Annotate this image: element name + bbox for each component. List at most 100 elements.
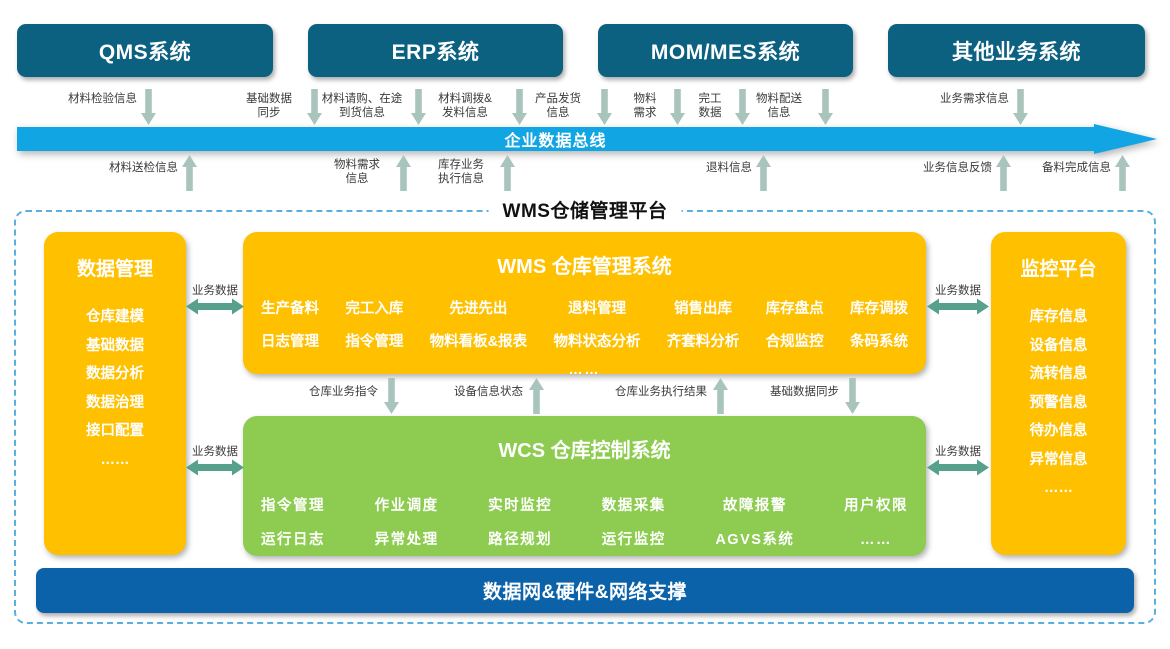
- flow-label-material-return: 退料信息: [706, 162, 752, 174]
- monitor-items: 库存信息 设备信息 流转信息 预警信息 待办信息 异常信息 ……: [991, 303, 1126, 503]
- wms-item[interactable]: 日志管理: [261, 334, 319, 350]
- wcs-column: 实时监控 路径规划: [488, 489, 552, 557]
- wms-item[interactable]: 物料看板&报表: [429, 334, 528, 350]
- list-item[interactable]: 接口配置: [86, 423, 144, 439]
- flow-label-inventory-exec: 库存业务 执行信息: [438, 159, 484, 185]
- system-box-other[interactable]: 其他业务系统: [888, 24, 1145, 77]
- flow-label-material-demand: 物料 需求: [633, 93, 657, 119]
- wcs-column: 故障报警 AGVS系统: [715, 489, 794, 557]
- wms-item[interactable]: 库存调拨: [849, 301, 908, 317]
- wcs-item[interactable]: 数据采集: [601, 498, 666, 514]
- up-arrow-icon: [713, 378, 728, 414]
- wcs-column: 指令管理 运行日志: [261, 489, 325, 557]
- middle-flow-label-warehouse-instruction: 仓库业务指令: [309, 386, 378, 398]
- monitor-title: 监控平台: [1020, 259, 1097, 280]
- up-arrow-icon: [396, 155, 411, 191]
- system-box-mom-mes[interactable]: MOM/MES系统: [598, 24, 853, 77]
- flow-label-material-inspection: 材料检验信息: [68, 93, 137, 105]
- up-arrow-icon: [529, 378, 544, 414]
- list-item[interactable]: 待办信息: [1029, 423, 1088, 439]
- list-item[interactable]: 设备信息: [1029, 337, 1088, 354]
- wcs-item[interactable]: 运行日志: [261, 532, 325, 548]
- down-arrow-icon: [411, 89, 426, 125]
- wcs-item[interactable]: 指令管理: [261, 498, 325, 514]
- list-item[interactable]: 流转信息: [1029, 366, 1088, 382]
- wcs-item[interactable]: 作业调度: [374, 498, 439, 514]
- wcs-column: 作业调度 异常处理: [375, 489, 439, 557]
- wcs-item[interactable]: 运行监控: [601, 532, 666, 548]
- wcs-column: 用户权限 ……: [844, 489, 908, 557]
- down-arrow-icon: [384, 378, 399, 414]
- wms-item[interactable]: 物料状态分析: [553, 334, 641, 350]
- down-arrow-icon: [845, 378, 860, 414]
- list-item[interactable]: 预警信息: [1029, 394, 1088, 411]
- wcs-column: 数据采集 运行监控: [602, 489, 666, 557]
- up-arrow-icon: [1115, 155, 1130, 191]
- panel-wms[interactable]: WMS 仓库管理系统 生产备料 日志管理 完工入库 指令管理 先进先出 物料看板…: [243, 232, 926, 377]
- side-flow-label-business-data: 业务数据: [935, 285, 981, 297]
- wms-item[interactable]: 完工入库: [345, 301, 404, 317]
- panel-wcs[interactable]: WCS 仓库控制系统 指令管理 运行日志 作业调度 异常处理 实时监控 路径规划…: [243, 416, 926, 556]
- system-box-qms[interactable]: QMS系统: [17, 24, 273, 77]
- platform-title: WMS仓储管理平台: [488, 196, 682, 223]
- wcs-item[interactable]: 异常处理: [374, 532, 439, 548]
- side-flow-label-business-data: 业务数据: [192, 285, 238, 297]
- list-item[interactable]: 数据分析: [86, 366, 144, 382]
- bidirectional-arrow-icon: [927, 459, 989, 476]
- wms-item[interactable]: 合规监控: [765, 334, 824, 350]
- wms-ellipsis: ……: [568, 361, 601, 377]
- flow-label-business-feedback: 业务信息反馈: [923, 162, 992, 174]
- side-flow-label-business-data: 业务数据: [192, 446, 238, 458]
- system-box-erp[interactable]: ERP系统: [308, 24, 563, 77]
- list-item[interactable]: 库存信息: [1029, 309, 1088, 325]
- list-item[interactable]: 异常信息: [1029, 451, 1088, 468]
- up-arrow-icon: [500, 155, 515, 191]
- data-management-items: 仓库建模 基础数据 数据分析 数据治理 接口配置 ……: [44, 303, 186, 474]
- wms-item[interactable]: 销售出库: [674, 301, 733, 317]
- wcs-item[interactable]: 实时监控: [488, 498, 553, 514]
- wcs-function-grid: 指令管理 运行日志 作业调度 异常处理 实时监控 路径规划 数据采集 运行监控 …: [243, 489, 926, 557]
- down-arrow-icon: [597, 89, 612, 125]
- data-management-title: 数据管理: [76, 259, 153, 280]
- flow-label-basic-data-sync: 基础数据 同步: [246, 93, 292, 119]
- flow-label-completion-data: 完工 数据: [698, 93, 722, 119]
- wms-item[interactable]: 生产备料: [261, 301, 319, 317]
- wcs-item[interactable]: 故障报警: [722, 498, 787, 514]
- wms-item[interactable]: 退料管理: [567, 301, 626, 317]
- flow-label-product-shipment: 产品发货 信息: [535, 93, 581, 119]
- wms-item[interactable]: 齐套料分析: [666, 334, 740, 350]
- wcs-item: ……: [859, 532, 892, 548]
- wms-title: WMS 仓库管理系统: [497, 256, 672, 278]
- wcs-item[interactable]: AGVS系统: [715, 532, 795, 548]
- flow-label-material-purchase: 材料请购、在途 到货信息: [321, 93, 403, 119]
- up-arrow-icon: [756, 155, 771, 191]
- wms-item[interactable]: 先进先出: [449, 301, 508, 317]
- wms-item[interactable]: 条码系统: [849, 334, 908, 350]
- list-item[interactable]: 数据治理: [86, 394, 144, 411]
- side-flow-label-business-data: 业务数据: [935, 446, 981, 458]
- middle-flow-label-basic-data-sync: 基础数据同步: [770, 386, 839, 398]
- wms-item[interactable]: 库存盘点: [765, 301, 824, 317]
- wcs-title: WCS 仓库控制系统: [498, 440, 671, 462]
- flow-label-material-transfer: 材料调拨& 发料信息: [438, 93, 492, 119]
- wcs-item[interactable]: 路径规划: [488, 532, 553, 548]
- list-item[interactable]: 基础数据: [86, 337, 144, 354]
- panel-data-management[interactable]: 数据管理 仓库建模 基础数据 数据分析 数据治理 接口配置 ……: [44, 232, 186, 555]
- panel-monitor[interactable]: 监控平台 库存信息 设备信息 流转信息 预警信息 待办信息 异常信息 ……: [991, 232, 1126, 555]
- wcs-item[interactable]: 用户权限: [843, 498, 908, 514]
- down-arrow-icon: [1013, 89, 1028, 125]
- wms-function-grid: 生产备料 日志管理 完工入库 指令管理 先进先出 物料看板&报表 退料管理 物料…: [243, 293, 926, 359]
- list-item: ……: [1044, 480, 1073, 496]
- wms-item[interactable]: 指令管理: [345, 334, 404, 350]
- up-arrow-icon: [182, 155, 197, 191]
- bidirectional-arrow-icon: [186, 459, 244, 476]
- support-bar[interactable]: 数据网&硬件&网络支撑: [36, 568, 1134, 613]
- bus-label: 企业数据总线: [504, 133, 607, 150]
- enterprise-data-bus: 企业数据总线: [17, 124, 1157, 154]
- wms-column: 先进先出 物料看板&报表: [430, 293, 527, 359]
- flow-label-prepare-complete: 备料完成信息: [1042, 162, 1111, 174]
- list-item[interactable]: 仓库建模: [86, 309, 144, 325]
- flow-label-material-delivery: 物料配送 信息: [756, 93, 802, 119]
- down-arrow-icon: [735, 89, 750, 125]
- middle-flow-label-execution-result: 仓库业务执行结果: [615, 386, 707, 398]
